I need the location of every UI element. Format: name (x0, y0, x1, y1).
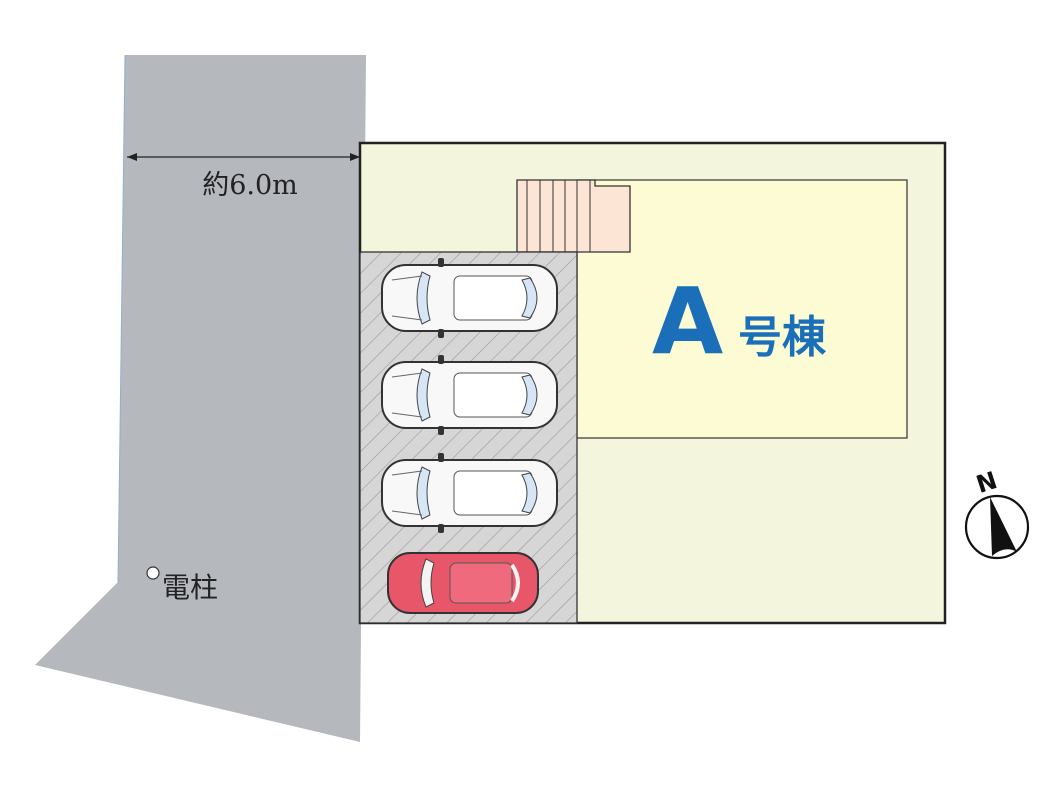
building-suffix: 号棟 (738, 312, 827, 363)
road-width-dimension (127, 153, 360, 161)
car-4-red (387, 552, 539, 614)
compass-label: N (973, 466, 1001, 499)
road (35, 55, 366, 742)
building-a (576, 179, 908, 439)
utility-pole-icon (146, 566, 160, 580)
entrance-stairs (516, 179, 631, 253)
utility-pole-label: 電柱 (162, 571, 218, 604)
road-edge (117, 54, 126, 583)
car-2 (381, 354, 558, 436)
road-width-label: 約6.0m (202, 170, 298, 201)
north-compass-icon: N (964, 466, 1030, 560)
car-3 (381, 452, 558, 534)
building-letter: A (652, 268, 723, 375)
car-1 (381, 257, 558, 339)
